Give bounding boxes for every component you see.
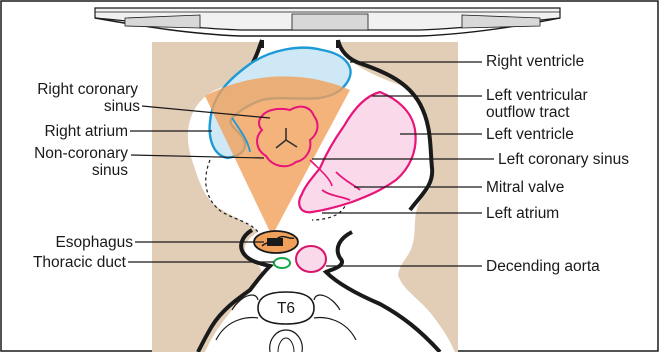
label-mitral-valve: Mitral valve — [486, 179, 564, 196]
descending-aorta — [296, 246, 326, 272]
label-left-ventricle: Left ventricle — [486, 126, 574, 143]
label-right-atrium: Right atrium — [44, 123, 128, 140]
sternum — [292, 14, 368, 30]
tee-probe-tip — [267, 238, 283, 246]
label-right-ventricle: Right ventricle — [486, 53, 584, 70]
label-lvot-line2: outflow tract — [486, 104, 570, 121]
label-left-atrium: Left atrium — [486, 205, 559, 222]
label-thoracic-duct: Thoracic duct — [33, 254, 127, 271]
thoracic-duct — [274, 258, 290, 268]
label-non-coronary-sinus-line2: sinus — [92, 162, 128, 179]
label-esophagus: Esophagus — [55, 234, 133, 251]
label-lvot-line1: Left ventricular — [486, 87, 588, 104]
label-non-coronary-sinus-line1: Non-coronary — [34, 145, 128, 162]
vertebra-label: T6 — [277, 300, 295, 317]
label-right-coronary-sinus-line2: sinus — [104, 98, 140, 115]
label-left-coronary-sinus: Left coronary sinus — [498, 151, 629, 168]
label-descending-aorta: Decending aorta — [486, 258, 600, 275]
label-right-coronary-sinus-line1: Right coronary — [37, 81, 138, 98]
